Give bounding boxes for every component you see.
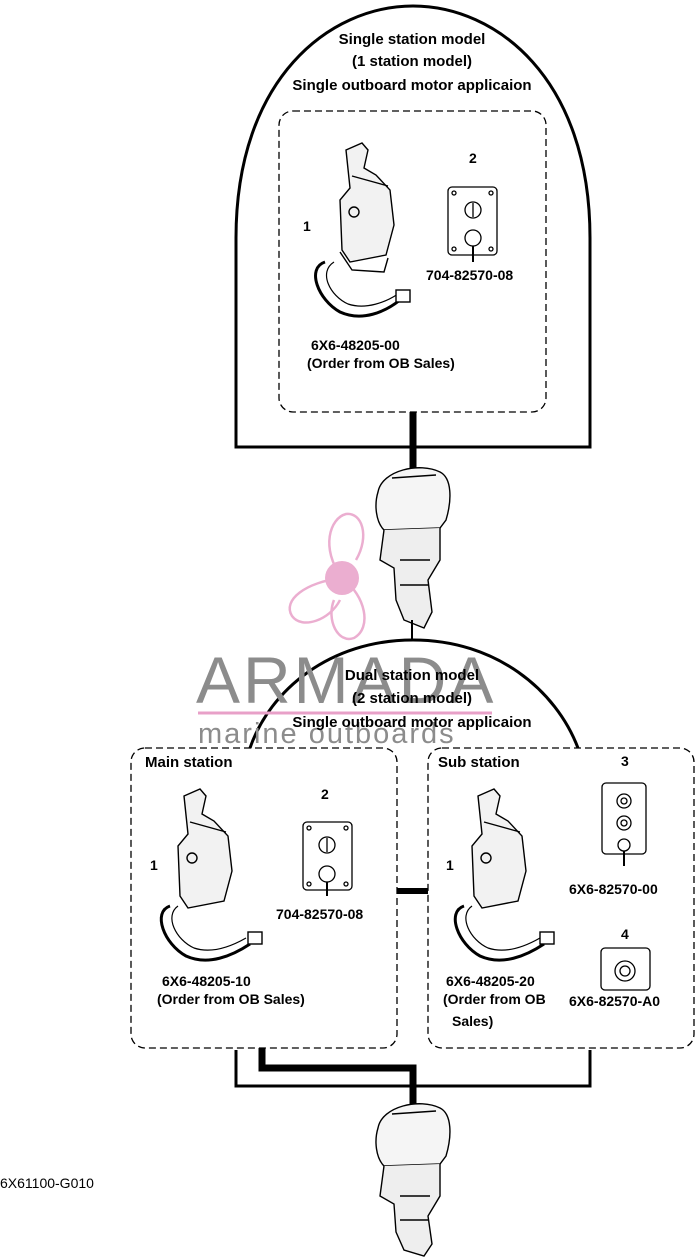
top-part-number-1: 6X6-48205-00	[311, 337, 400, 353]
watermark-brand: ARMADA	[196, 643, 497, 717]
top-remote-control-illustration	[314, 142, 411, 318]
sub-callout-1: 1	[446, 857, 454, 873]
main-station-label: Main station	[145, 754, 233, 771]
single-station-title-line-1: Single station model	[338, 31, 486, 48]
sub-station-label: Sub station	[438, 754, 520, 771]
sub-stop-switch-illustration	[600, 947, 651, 991]
top-callout-2: 2	[469, 150, 477, 166]
top-outboard-motor-illustration	[375, 467, 451, 640]
main-part-number-1: 6X6-48205-10	[162, 973, 251, 989]
top-part-number-2: 704-82570-08	[426, 267, 514, 283]
sub-station-dashed-box	[427, 747, 695, 1049]
main-key-switch-illustration	[302, 821, 353, 896]
armada-logo-icon	[288, 512, 366, 641]
main-part-number-2: 704-82570-08	[276, 906, 364, 922]
sub-remote-control-illustration	[453, 788, 555, 962]
sub-callout-3: 3	[621, 753, 629, 769]
dual-station-title-line-1: Dual station model	[344, 667, 480, 684]
single-station-title-line-3: Single outboard motor applicaion	[292, 77, 532, 94]
sub-part-number-1: 6X6-48205-20	[446, 973, 535, 989]
single-station-enclosure	[234, 4, 592, 449]
watermark-tagline: marine outboards	[198, 718, 456, 750]
dual-station-arch	[248, 638, 580, 749]
main-callout-1: 1	[150, 857, 158, 873]
dual-station-title-line-3: Single outboard motor applicaion	[292, 714, 532, 731]
figure-code: 6X61100-G010	[0, 1175, 94, 1191]
single-station-title-line-2: (1 station model)	[351, 53, 473, 70]
sub-part-number-4: 6X6-82570-A0	[569, 993, 661, 1009]
dual-station-title-line-2: (2 station model)	[351, 690, 473, 707]
main-callout-2: 2	[321, 786, 329, 802]
sub-callout-4: 4	[621, 926, 629, 942]
sub-part-note-1b: Sales)	[452, 1013, 494, 1029]
sub-switch-panel-illustration	[601, 782, 647, 866]
main-remote-control-illustration	[159, 788, 263, 962]
bottom-outboard-motor-illustration	[375, 1103, 451, 1257]
top-callout-1: 1	[303, 218, 311, 234]
top-part-note-1: (Order from OB Sales)	[307, 355, 455, 371]
top-key-switch-illustration	[447, 186, 498, 262]
sub-part-number-3: 6X6-82570-00	[569, 881, 658, 897]
bottom-cable	[258, 1048, 417, 1104]
sub-part-note-1: (Order from OB	[443, 991, 546, 1007]
main-part-note-1: (Order from OB Sales)	[157, 991, 305, 1007]
